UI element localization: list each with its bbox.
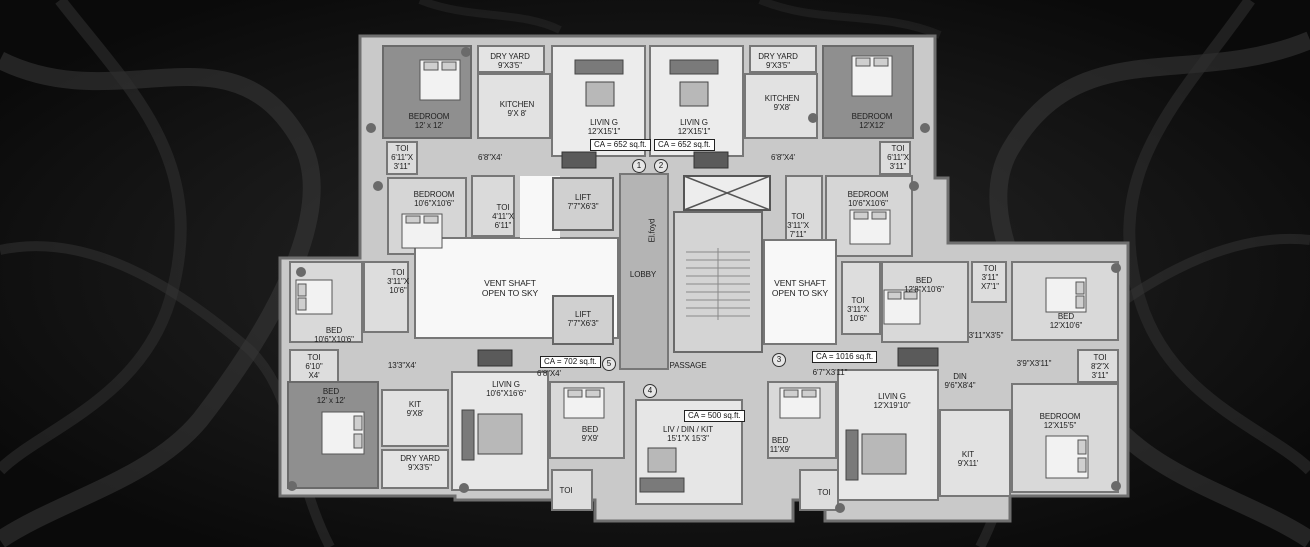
lobby-label: LOBBY [629, 270, 657, 279]
dryyard-tr-label: DRY YARD 9'X3'5" [758, 52, 798, 70]
bedroom-br-label: BEDROOM 12'X15'5" [1039, 412, 1081, 430]
bed-r-floor [1011, 261, 1119, 341]
unit-number-2: 2 [654, 159, 668, 173]
toi-b2-label: TOI [817, 488, 831, 497]
lift-1-floor [552, 177, 614, 231]
kit-bl-floor [381, 389, 449, 447]
toi-b2-floor [799, 469, 839, 511]
plant-icons [287, 47, 1121, 513]
toi-b1-floor [551, 469, 593, 511]
elfoyd-label: El.foyd [647, 218, 657, 243]
living-br-label: LIVIN G 12'X19'10" [873, 392, 911, 410]
living-1-label: LIVIN G 12'X15'1" [587, 118, 621, 136]
toi-r1-floor [971, 261, 1007, 303]
bedroom-ml-label: BEDROOM 10'6"X10'6" [413, 190, 455, 208]
unit-number-3: 3 [772, 353, 786, 367]
bed-bc-label: BED 9'X9' [581, 425, 599, 443]
toi-r1-label: TOI 3'11" X7'1" [980, 264, 1000, 291]
ca-unit-4-badge: CA = 500 sq.ft. [684, 410, 745, 422]
toi-tl-label: TOI 6'11"X 3'11" [391, 144, 413, 171]
lobby-floor [619, 173, 669, 370]
toi-mr-label: TOI 3'11"X 7'11" [787, 212, 809, 239]
dining-tables [477, 151, 939, 367]
toi-c-floor [841, 261, 881, 335]
toi-bl-label: TOI 6'10" X4' [305, 353, 323, 380]
passage-1-label: 6'8"X4' [478, 153, 502, 162]
ca-unit-2-badge: CA = 652 sq.ft. [654, 139, 715, 151]
toi-ml-floor [471, 175, 515, 237]
ventshaft-l-label: VENT SHAFT OPEN TO SKY [481, 278, 539, 298]
bed-bc2-label: BED 11'X9' [769, 436, 791, 454]
bedroom-tl-label: BEDROOM 12' x 12' [408, 112, 450, 130]
stair-treads [686, 248, 750, 320]
passage-label: PASSAGE [669, 361, 707, 370]
unit-number-4: 4 [643, 384, 657, 398]
toi-l-label: TOI 3'11"X 10'6" [387, 268, 409, 295]
kitchen-tl-floor [477, 73, 551, 139]
toi-bl-floor [289, 349, 339, 383]
toi-r2-label: TOI 8'2"X 3'11" [1090, 353, 1110, 380]
ca-unit-5-badge: CA = 702 sq.ft. [540, 356, 601, 368]
dryyard-tl-label: DRY YARD 9'X3'5" [490, 52, 530, 70]
kitchen-tr-label: KITCHEN 9'X8' [764, 94, 800, 112]
bed-bl-label: BED 12' x 12' [316, 387, 346, 405]
unit-number-5: 5 [602, 357, 616, 371]
living-furniture [461, 59, 907, 493]
dryyard-bl-label: DRY YARD 9'X3'5" [400, 454, 440, 472]
livdinkit-label: LIV / DIN / KIT 15'1"X 15'3" [662, 425, 714, 443]
kit-br-label: KIT 9'X11' [957, 450, 979, 468]
toi-tl-floor [386, 141, 418, 175]
living-bl-label: LIVIN G 10'6"X16'6" [486, 380, 526, 398]
dryyard-bl-floor [381, 449, 449, 489]
kit-br-floor [939, 409, 1011, 497]
lift-2-floor [552, 295, 614, 345]
ventshaft-r-floor [763, 239, 837, 345]
bed-l-label: BED 10'6"X10'6" [314, 326, 354, 344]
bedroom-tr-label: BEDROOM 12'X12' [851, 112, 893, 130]
bed-r-label: BED 12'X10'6" [1049, 312, 1083, 330]
bedroom-mr-label: BEDROOM 10'6"X10'6" [847, 190, 889, 208]
ventshaft-r-label: VENT SHAFT OPEN TO SKY [771, 278, 829, 298]
lift-1-label: LIFT 7'7"X6'3" [567, 193, 599, 211]
toi-b1-label: TOI [559, 486, 573, 495]
toi-l-floor [363, 261, 409, 333]
toi-tr-label: TOI 6'11"X 3'11" [887, 144, 909, 171]
ca-unit-1-badge: CA = 652 sq.ft. [590, 139, 651, 151]
dim-r2-label: 3'9"X3'11" [1016, 359, 1052, 368]
toi-c-label: TOI 3'11"X 10'6" [847, 296, 869, 323]
dim-br-label: 6'7"X3'11" [812, 368, 848, 377]
din-br-label: DIN 9'6"X8'4" [944, 372, 976, 390]
toi-tr-floor [879, 141, 911, 175]
toi-ml-label: TOI 4'11"X 6'11" [492, 203, 514, 230]
bed-c-label: BED 12'8"X10'6" [904, 276, 944, 294]
ca-unit-3-badge: CA = 1016 sq.ft. [812, 351, 878, 363]
dryyard-tl-floor [477, 45, 545, 73]
kitchen-tr-floor [744, 73, 818, 139]
bed-icons [295, 55, 1089, 479]
unit-number-1: 1 [632, 159, 646, 173]
kitchen-tl-label: KITCHEN 9'X 8' [499, 100, 535, 118]
dim-r1-label: 3'11"X3'5" [968, 331, 1004, 340]
dryyard-tr-floor [749, 45, 817, 73]
kit-bl-label: KIT 9'X8' [406, 400, 424, 418]
living-2-label: LIVIN G 12'X15'1" [677, 118, 711, 136]
dim-l-label: 13'3"X4' [387, 361, 417, 370]
dim-bl2-label: 6'8"X4' [537, 369, 561, 378]
toi-r2-floor [1077, 349, 1119, 383]
passage-2-label: 6'8"X4' [771, 153, 795, 162]
lift-2-label: LIFT 7'7"X6'3" [567, 310, 599, 328]
